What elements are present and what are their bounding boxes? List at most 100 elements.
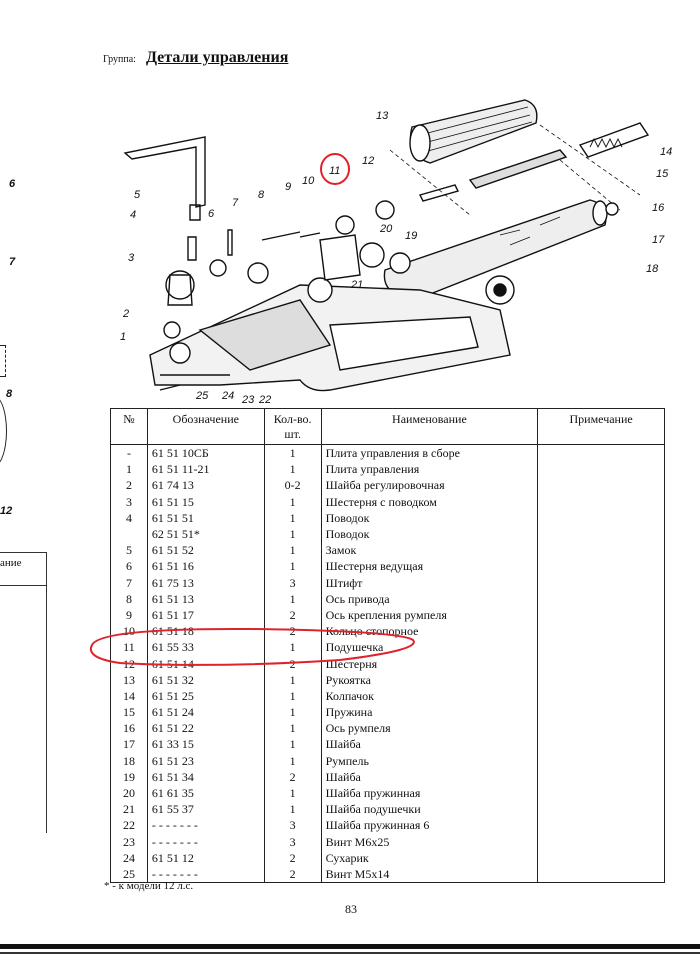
- callout-11: 11: [329, 165, 340, 177]
- cell-code: 61 51 16: [146, 558, 265, 575]
- cell-qty: 1: [263, 801, 322, 818]
- cell-code: 61 51 10СБ: [146, 444, 265, 462]
- callout-3: 3: [128, 252, 135, 264]
- cell-code: 61 55 37: [146, 801, 265, 818]
- left-fragment-arc: [0, 395, 7, 467]
- cell-no: 17: [110, 736, 148, 753]
- cell-no: 12: [110, 655, 148, 672]
- cell-name: Винт М6х25: [320, 833, 539, 850]
- exploded-view-drawing: 1 2 3 4 5 6 7 8 9 10 11 12 13 14 15 16 1…: [120, 99, 672, 405]
- cell-no: 19: [110, 768, 148, 785]
- cell-code: 61 51 12: [146, 849, 265, 866]
- cell-qty: 2: [263, 865, 322, 884]
- left-fragment-table: [0, 552, 47, 833]
- scan-edge-bar-thin: [0, 952, 700, 954]
- cell-note: [537, 720, 665, 737]
- cell-name: Плита управления: [320, 461, 539, 478]
- cell-code: 61 51 22: [146, 720, 265, 737]
- cell-qty: 1: [263, 671, 322, 688]
- cell-note: [537, 687, 665, 704]
- cell-code: 61 51 32: [146, 671, 265, 688]
- cell-qty: 1: [263, 720, 322, 737]
- cell-name: Кольцо стопорное: [320, 623, 539, 640]
- cell-code: - - - - - - -: [146, 865, 265, 884]
- cell-qty: 1: [263, 736, 322, 753]
- cell-code: 61 51 15: [146, 493, 265, 510]
- cell-qty: 3: [263, 574, 322, 591]
- callout-21: 21: [350, 279, 363, 291]
- group-label: Группа:: [103, 54, 136, 65]
- left-fragment-7: 7: [9, 256, 16, 268]
- cell-qty: 1: [263, 784, 322, 802]
- cell-name: Плита управления в сборе: [320, 444, 539, 462]
- cell-note: [537, 639, 665, 656]
- footnote: * - к модели 12 л.с.: [104, 880, 194, 892]
- cell-qty: 0-2: [263, 477, 322, 494]
- cell-note: [537, 817, 665, 834]
- cell-name: Шайба подушечки: [320, 801, 539, 818]
- header-note: Примечание: [537, 408, 665, 445]
- cell-name: Рукоятка: [320, 671, 539, 688]
- cell-note: [537, 461, 665, 478]
- callout-6: 6: [208, 208, 215, 220]
- cell-name: Румпель: [320, 752, 539, 769]
- cell-note: [537, 849, 665, 866]
- cell-qty: 1: [263, 509, 322, 526]
- cell-note: [537, 623, 665, 640]
- callout-1: 1: [120, 331, 126, 343]
- cell-qty: 2: [263, 606, 322, 624]
- cell-no: 14: [110, 687, 148, 704]
- cell-note: [537, 801, 665, 818]
- cell-no: 2: [110, 477, 148, 494]
- cell-qty: 2: [263, 655, 322, 672]
- cell-qty: 2: [263, 623, 322, 640]
- cell-name: Шайба пружинная 6: [320, 817, 539, 834]
- callout-8: 8: [258, 189, 265, 201]
- cell-no: 11: [110, 639, 148, 656]
- cell-name: Замок: [320, 542, 539, 559]
- cell-name: Ось румпеля: [320, 720, 539, 737]
- callout-19: 19: [405, 230, 417, 242]
- cell-qty: 1: [263, 461, 322, 478]
- header-qty-line2: шт.: [284, 427, 301, 441]
- cell-no: 4: [110, 509, 148, 526]
- cell-name: Шайба регулировочная: [320, 477, 539, 494]
- cell-name: Ось крепления румпеля: [320, 606, 539, 624]
- cell-qty: 2: [263, 849, 322, 866]
- cell-name: Шайба: [320, 768, 539, 785]
- callout-22: 22: [258, 394, 271, 405]
- cell-no: 10: [110, 623, 148, 640]
- cell-name: Пружина: [320, 704, 539, 721]
- cell-note: [537, 736, 665, 753]
- header-code: Обозначение: [146, 408, 265, 445]
- cell-name: Поводок: [320, 525, 539, 543]
- cell-name: Шайба: [320, 736, 539, 753]
- cell-name: Ось привода: [320, 590, 539, 607]
- callout-14: 14: [660, 146, 672, 158]
- cell-code: 61 33 15: [146, 736, 265, 753]
- callout-12: 12: [362, 155, 374, 167]
- cell-no: 8: [110, 590, 148, 607]
- cell-qty: 1: [263, 704, 322, 721]
- cell-code: 61 51 23: [146, 752, 265, 769]
- cell-note: [537, 525, 665, 543]
- cell-no: 23: [110, 833, 148, 850]
- cell-name: Штифт: [320, 574, 539, 591]
- cell-code: 61 51 11-21: [146, 461, 265, 478]
- callout-18: 18: [646, 263, 659, 275]
- cell-code: 61 51 34: [146, 768, 265, 785]
- cell-no: 3: [110, 493, 148, 510]
- cell-name: Подушечка: [320, 639, 539, 656]
